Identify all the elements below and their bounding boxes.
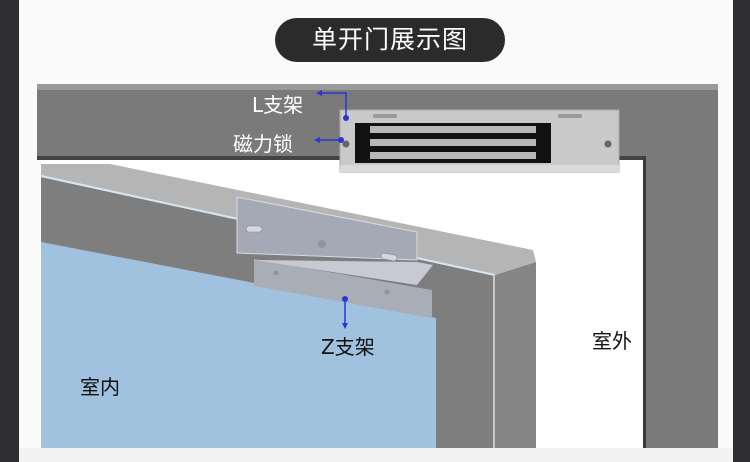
bottom-band (19, 448, 733, 462)
magnetic-lock-callout-dot (338, 137, 344, 143)
z-bracket-arrowhead-icon (342, 323, 348, 329)
frame-right-pillar (644, 156, 718, 448)
z-bracket-callout-dot (342, 296, 348, 302)
magnetic-lock-bar (370, 139, 536, 146)
l-bracket-slot (373, 114, 397, 118)
magnetic-lock-screw (604, 140, 612, 148)
label-l-bracket: L支架 (252, 93, 304, 117)
z-bracket-slot (245, 225, 263, 233)
label-z-bracket: Z支架 (321, 335, 375, 359)
magnetic-lock-arrowhead-icon (314, 137, 320, 143)
l-bracket-callout (320, 92, 347, 118)
l-bracket-callout-dot (343, 115, 349, 121)
z-bracket-bend (254, 260, 433, 285)
magnetic-lock-bar (370, 126, 536, 133)
z-bracket-slot (380, 252, 398, 262)
frame-top-highlight (37, 84, 718, 90)
door-blue-face (41, 242, 436, 448)
z-bracket-screw-hole (273, 270, 279, 276)
magnetic-lock-screw (342, 140, 350, 148)
door-side-face (495, 262, 536, 448)
magnetic-lock-bar (370, 152, 536, 159)
l-bracket-slot (558, 114, 582, 118)
label-indoor: 室内 (80, 375, 120, 399)
right-border (733, 0, 750, 462)
z-bracket-lower-plate (254, 259, 432, 318)
page-title: 单开门展示图 (275, 18, 505, 62)
label-magnetic-lock: 磁力锁 (233, 132, 293, 156)
label-outdoor: 室外 (592, 329, 632, 353)
magnetic-lock-base (340, 165, 619, 172)
frame-right-edge (643, 156, 646, 448)
z-bracket-screw-hole (318, 240, 326, 248)
z-bracket-screw-hole (384, 289, 390, 295)
z-bracket-upper-plate (236, 196, 418, 261)
l-bracket-arrowhead-icon (316, 90, 322, 96)
left-border (0, 0, 19, 462)
